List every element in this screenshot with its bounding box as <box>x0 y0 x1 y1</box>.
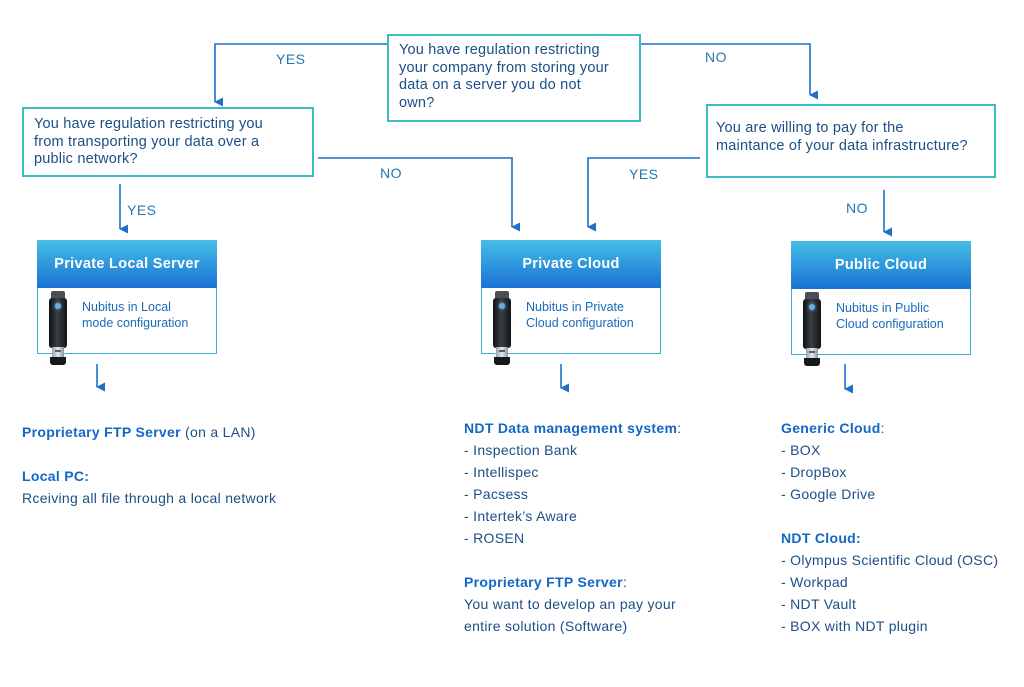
ftp-server-text: You want to develop an pay your <box>464 596 676 612</box>
card-public-cloud: Public Cloud Nubitus in Public Cloud con… <box>791 241 971 366</box>
ftp-server-heading-colon: : <box>622 574 628 590</box>
card-description: Nubitus in Private Cloud configuration <box>526 299 656 331</box>
local-pc-heading: Local PC: <box>22 468 90 484</box>
usb-key-icon <box>493 291 511 367</box>
card-description: Nubitus in Public Cloud configuration <box>836 300 966 332</box>
card-private-cloud: Private Cloud Nubitus in Private Cloud c… <box>481 240 661 365</box>
ndt-dms-heading: NDT Data management system: <box>464 417 681 439</box>
question-storage-line: data on a server you do not <box>399 77 581 93</box>
question-storage-line: You have regulation restricting <box>399 42 600 58</box>
question-storage-line: own? <box>399 94 435 111</box>
ftp-server-text: entire solution (Software) <box>464 618 628 634</box>
card-body: Nubitus in Public Cloud configuration <box>791 289 971 355</box>
edge-label-q2-no: NO <box>380 165 402 181</box>
list-item: - Pacsess <box>464 486 529 502</box>
list-item: - DropBox <box>781 464 847 480</box>
local-pc-text: Rceiving all file through a local networ… <box>22 490 277 506</box>
question-transport-line: from transporting your data over a <box>34 133 260 150</box>
outcome-private: NDT Data management system: - Inspection… <box>464 417 681 637</box>
card-description-line: Cloud configuration <box>836 317 944 331</box>
list-item: - Olympus Scientific Cloud (OSC) <box>781 552 999 568</box>
edge-label-q3-no: NO <box>846 200 868 216</box>
edge-label-q1-no: NO <box>705 49 727 65</box>
generic-cloud-heading-colon: : <box>880 420 885 436</box>
outcome-local: Proprietary FTP Server (on a LAN) Local … <box>22 421 276 509</box>
list-item: - Inspection Bank <box>464 442 578 458</box>
question-storage-line: your company from storing your <box>399 59 609 76</box>
card-title: Private Local Server <box>37 240 217 288</box>
ndt-dms-heading-text: NDT Data management system <box>464 420 678 436</box>
question-transport: You have regulation restricting you from… <box>22 107 314 177</box>
list-item: - BOX <box>781 442 821 458</box>
generic-cloud-heading: Generic Cloud: <box>781 417 998 439</box>
question-transport-line: public network? <box>34 151 138 167</box>
card-description: Nubitus in Local mode configuration <box>82 299 212 331</box>
edge-label-q3-yes: YES <box>629 166 659 182</box>
outcome-heading: Proprietary FTP Server (on a LAN) <box>22 421 276 443</box>
card-description-line: mode configuration <box>82 316 189 330</box>
list-item: - Google Drive <box>781 486 876 502</box>
card-body: Nubitus in Local mode configuration <box>37 288 217 354</box>
card-private-local-server: Private Local Server Nubitus in Local mo… <box>37 240 217 365</box>
usb-key-icon <box>49 291 67 367</box>
card-title: Private Cloud <box>481 240 661 288</box>
question-storage: You have regulation restricting your com… <box>387 34 641 122</box>
edge-label-q1-yes: YES <box>276 51 306 67</box>
card-description-line: Nubitus in Private <box>526 300 624 314</box>
card-description-line: Cloud configuration <box>526 316 634 330</box>
list-item: - Intertek’s Aware <box>464 508 578 524</box>
ndt-cloud-heading: NDT Cloud: <box>781 530 861 546</box>
edge-label-q2-yes: YES <box>127 202 157 218</box>
generic-cloud-heading-text: Generic Cloud <box>781 420 881 436</box>
question-infrastructure-line: maintance of your data infrastructure? <box>716 137 968 154</box>
question-transport-line: You have regulation restricting you <box>34 116 263 132</box>
ftp-server-heading: Proprietary FTP Server <box>22 424 181 440</box>
ftp-server-heading-text: Proprietary FTP Server <box>464 574 623 590</box>
ftp-server-note: (on a LAN) <box>180 424 256 440</box>
edge-q2-no <box>318 157 521 232</box>
card-description-line: Nubitus in Public <box>836 301 930 315</box>
list-item: - Intellispec <box>464 464 539 480</box>
list-item: - BOX with NDT plugin <box>781 618 928 634</box>
list-item: - ROSEN <box>464 530 525 546</box>
question-infrastructure-line: You are willing to pay for the <box>716 120 904 136</box>
ftp-server-heading: Proprietary FTP Server: <box>464 571 681 593</box>
card-title: Public Cloud <box>791 241 971 289</box>
list-item: - Workpad <box>781 574 849 590</box>
card-description-line: Nubitus in Local <box>82 300 171 314</box>
usb-key-icon <box>803 292 821 368</box>
card-body: Nubitus in Private Cloud configuration <box>481 288 661 354</box>
outcome-public: Generic Cloud: - BOX - DropBox - Google … <box>781 417 998 637</box>
question-infrastructure: You are willing to pay for the maintance… <box>706 104 996 178</box>
list-item: - NDT Vault <box>781 596 857 612</box>
ndt-dms-heading-colon: : <box>677 420 682 436</box>
